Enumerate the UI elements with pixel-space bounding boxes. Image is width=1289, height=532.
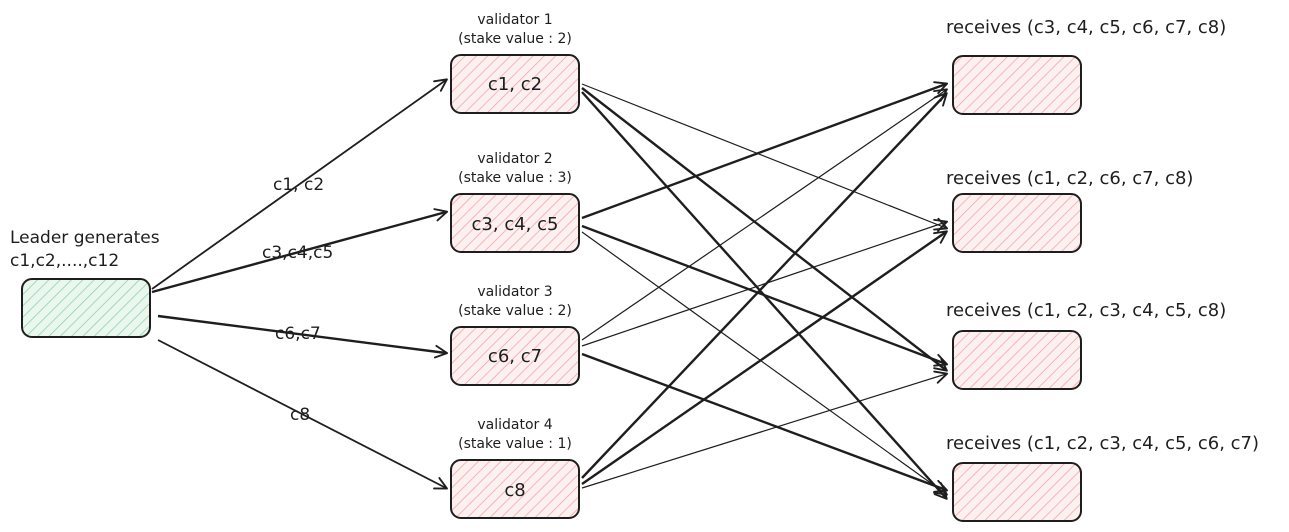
validator-2-chunks: c3, c4, c5 — [472, 214, 559, 235]
receiver-1-label: receives (c3, c4, c5, c6, c7, c8) — [946, 17, 1226, 38]
arrow-leader-v2 — [151, 208, 449, 294]
validator-arrows — [581, 81, 949, 500]
validator-1-stake: (stake value : 2) — [458, 31, 572, 47]
validator-4-chunks: c8 — [504, 480, 525, 501]
validator-3-box — [450, 326, 580, 386]
arrow-v3-r1 — [581, 88, 948, 341]
receiver-3-label: receives (c1, c2, c3, c4, c5, c8) — [946, 300, 1226, 321]
edge-label-v4: c8 — [290, 405, 310, 425]
receiver-4-box — [952, 462, 1082, 522]
leader-box — [21, 278, 151, 338]
receiver-1: receives (c3, c4, c5, c6, c7, c8) — [946, 17, 1226, 115]
validator-2-name: validator 2 — [477, 151, 552, 167]
validator-2-stake: (stake value : 3) — [458, 170, 572, 186]
validator-2: validator 2 (stake value : 3) c3, c4, c5 — [450, 151, 580, 253]
leader-arrows: c1, c2 c3,c4,c5 c6,c7 c8 — [151, 78, 449, 490]
arrow-v2-r3 — [581, 224, 949, 367]
arrow-leader-v4 — [157, 339, 448, 490]
validator-3-stake: (stake value : 2) — [458, 303, 572, 319]
arrow-v4-r3 — [581, 370, 949, 489]
validator-4: validator 4 (stake value : 1) c8 — [450, 417, 580, 519]
receiver-2-box — [952, 193, 1082, 253]
arrow-v3-r4 — [581, 352, 949, 493]
validator-4-name: validator 4 — [477, 417, 552, 433]
edge-label-v2: c3,c4,c5 — [262, 243, 333, 263]
arrow-v2-r4 — [581, 231, 948, 496]
validator-3: validator 3 (stake value : 2) c6, c7 — [450, 284, 580, 386]
edge-label-v3: c6,c7 — [275, 324, 321, 344]
validator-3-chunks: c6, c7 — [488, 346, 542, 367]
receiver-2: receives (c1, c2, c6, c7, c8) — [946, 168, 1193, 253]
validator-4-stake: (stake value : 1) — [458, 436, 572, 452]
receiver-4-label: receives (c1, c2, c3, c4, c5, c6, c7) — [946, 433, 1259, 454]
arrow-v2-r1 — [581, 81, 949, 220]
arrow-v1-r3 — [581, 87, 948, 372]
arrow-leader-v1 — [151, 78, 448, 290]
validator-1-chunks: c1, c2 — [488, 74, 542, 95]
receiver-4: receives (c1, c2, c3, c4, c5, c6, c7) — [946, 433, 1259, 522]
receiver-1-box — [952, 55, 1082, 115]
validator-1-box — [450, 54, 580, 114]
receiver-3: receives (c1, c2, c3, c4, c5, c8) — [946, 300, 1226, 390]
validator-4-box — [450, 459, 580, 519]
validator-1: validator 1 (stake value : 2) c1, c2 — [450, 12, 580, 114]
leader-title-line2: c1,c2,....,c12 — [10, 251, 119, 271]
leader-title-line1: Leader generates — [10, 228, 160, 248]
leader-node: Leader generates c1,c2,....,c12 — [10, 228, 160, 338]
validator-2-box — [450, 193, 580, 253]
validator-1-name: validator 1 — [477, 12, 552, 28]
receiver-2-label: receives (c1, c2, c6, c7, c8) — [946, 168, 1193, 189]
receiver-3-box — [952, 330, 1082, 390]
arrow-v4-r1 — [581, 92, 948, 479]
validator-3-name: validator 3 — [477, 284, 552, 300]
arrow-v3-r2 — [581, 218, 949, 347]
arrow-v1-r2 — [581, 83, 949, 231]
arrow-leader-v3 — [157, 314, 449, 359]
arrow-v4-r2 — [581, 230, 948, 485]
edge-label-v1: c1, c2 — [273, 175, 324, 195]
